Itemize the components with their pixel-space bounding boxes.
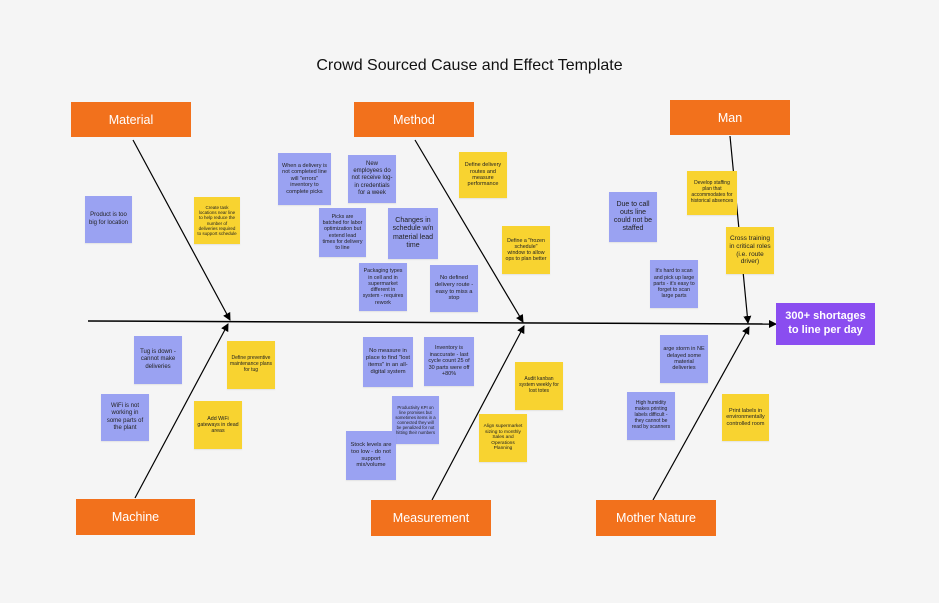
category-machine[interactable]: Machine xyxy=(76,499,195,535)
sticky-note[interactable]: Inventory is inaccurate - last cycle cou… xyxy=(424,337,474,386)
sticky-note[interactable]: Print labels in environmentally controll… xyxy=(722,394,769,441)
category-man[interactable]: Man xyxy=(670,100,790,135)
category-material[interactable]: Material xyxy=(71,102,191,137)
sticky-note[interactable]: No defined delivery route - easy to miss… xyxy=(430,265,478,312)
sticky-note[interactable]: Tug is down - cannot make deliveries xyxy=(134,336,182,384)
category-measurement[interactable]: Measurement xyxy=(371,500,491,536)
sticky-note[interactable]: WiFi is not working in some parts of the… xyxy=(101,394,149,441)
machine-bone xyxy=(134,323,229,499)
category-method[interactable]: Method xyxy=(354,102,474,137)
sticky-note[interactable]: When a delivery is not completed line wi… xyxy=(278,153,331,205)
sticky-note[interactable]: Define delivery routes and measure perfo… xyxy=(459,152,507,198)
sticky-note[interactable]: Develop staffing plan that accommodates … xyxy=(687,171,737,215)
sticky-note[interactable]: Cross training in critical roles (i.e. r… xyxy=(726,227,774,274)
sticky-note[interactable]: It's hard to scan and pick up large part… xyxy=(650,260,698,308)
mother-nature-bone xyxy=(652,326,750,501)
sticky-note[interactable]: Define a "frozen schedule" window to all… xyxy=(502,226,550,274)
measurement-bone xyxy=(431,325,525,501)
sticky-note[interactable]: Stock levels are too low - do not suppor… xyxy=(346,431,396,480)
sticky-note[interactable]: arge storm in NE delayed some material d… xyxy=(660,335,708,383)
material-bone xyxy=(132,139,231,321)
sticky-note[interactable]: Product is too big for location xyxy=(85,196,132,243)
sticky-note[interactable]: Add WiFi gateways in dead areas xyxy=(194,401,242,449)
sticky-note[interactable]: Changes in schedule w/n material lead ti… xyxy=(388,208,438,259)
diagram-title: Crowd Sourced Cause and Effect Template xyxy=(316,57,623,74)
sticky-note[interactable]: Productivity KPI on line promises but so… xyxy=(392,396,439,444)
sticky-note[interactable]: New employees do not receive log-in cred… xyxy=(348,155,396,203)
sticky-note[interactable]: Picks are batched for labor optimization… xyxy=(319,208,366,257)
sticky-note[interactable]: Due to call outs line could not be staff… xyxy=(609,192,657,242)
sticky-note[interactable]: Align supermarket sizing to monthly Sale… xyxy=(479,414,527,462)
spine-line xyxy=(87,319,777,328)
sticky-note[interactable]: Create task locations near line to help … xyxy=(194,197,240,244)
sticky-note[interactable]: Audit kanban system weekly for lost tote… xyxy=(515,362,563,410)
category-mother-nature[interactable]: Mother Nature xyxy=(596,500,716,536)
sticky-note[interactable]: No measure in place to find "lost items"… xyxy=(363,337,413,387)
method-bone xyxy=(414,139,524,323)
sticky-note[interactable]: High humidity makes printing labels diff… xyxy=(627,392,675,440)
sticky-note[interactable]: Define preventive maintenance plans for … xyxy=(227,341,275,389)
effect-box[interactable]: 300+ shortages to line per day xyxy=(776,303,875,345)
sticky-note[interactable]: Packaging types in cell and in supermark… xyxy=(359,263,407,311)
